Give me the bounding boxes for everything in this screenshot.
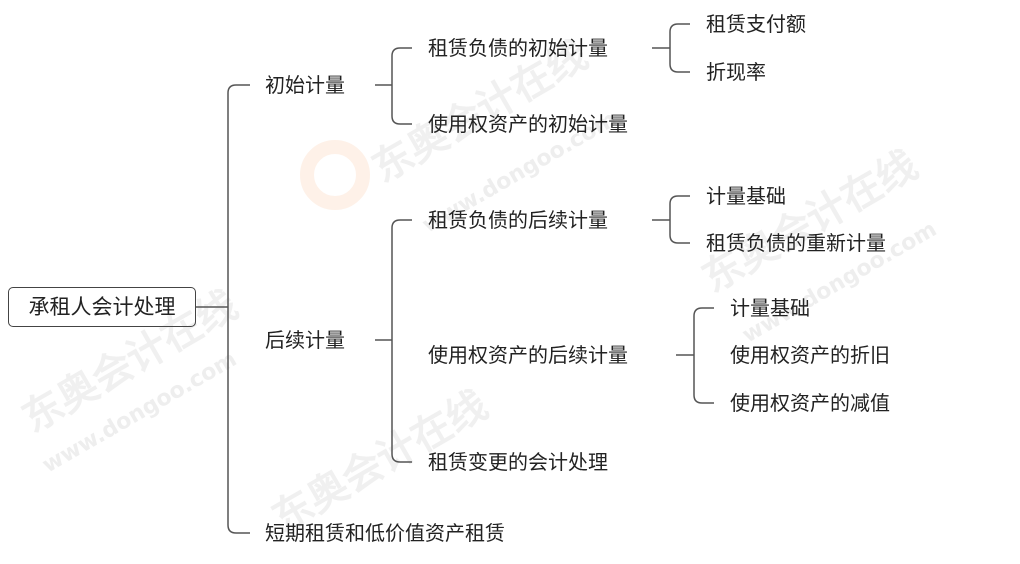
bracket-subsequent	[391, 219, 412, 463]
bracket-initial	[391, 47, 412, 125]
node-rou-measurement-basis: 计量基础	[730, 296, 810, 320]
node-subsequent-measurement: 后续计量	[265, 328, 345, 352]
node-lease-liability-subsequent: 租赁负债的后续计量	[428, 208, 608, 232]
node-ll-measurement-basis: 计量基础	[706, 184, 786, 208]
bracket-level1	[227, 84, 250, 534]
node-rou-asset-initial: 使用权资产的初始计量	[428, 112, 628, 136]
node-lease-liability-initial: 租赁负债的初始计量	[428, 36, 608, 60]
bracket-ll-subsequent	[669, 195, 690, 244]
bracket-ll-initial	[669, 23, 690, 73]
node-rou-asset-subsequent: 使用权资产的后续计量	[428, 343, 628, 367]
node-rou-depreciation: 使用权资产的折旧	[730, 343, 890, 367]
node-short-term-low-value: 短期租赁和低价值资产租赁	[265, 521, 505, 545]
node-lease-payments: 租赁支付额	[706, 12, 806, 36]
node-rou-impairment: 使用权资产的减值	[730, 391, 890, 415]
bracket-rou-subsequent	[693, 307, 714, 404]
root-node: 承租人会计处理	[8, 287, 196, 327]
node-ll-remeasurement: 租赁负债的重新计量	[706, 231, 886, 255]
node-discount-rate: 折现率	[706, 60, 766, 84]
node-lease-modification: 租赁变更的会计处理	[428, 450, 608, 474]
node-initial-measurement: 初始计量	[265, 73, 345, 97]
